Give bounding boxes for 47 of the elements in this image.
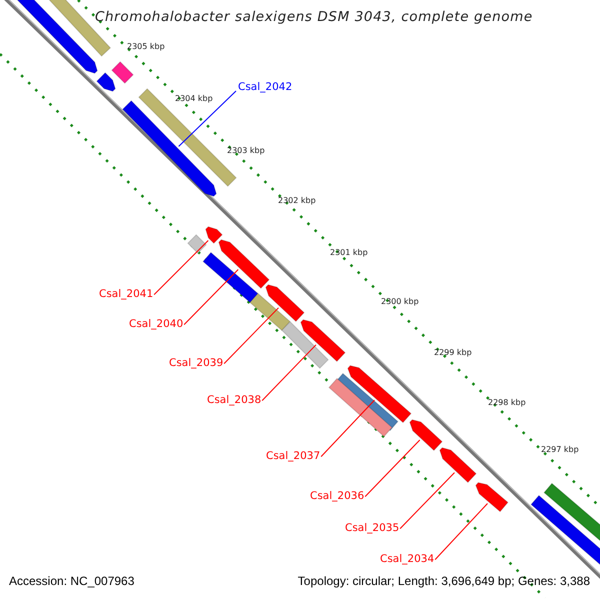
tick-label: 2298 kbp	[488, 398, 526, 407]
accession-text: Accession: NC_007963	[9, 574, 134, 588]
leader-line	[400, 472, 455, 530]
leader-line	[364, 440, 420, 498]
gene-segment	[218, 239, 270, 289]
leader-line	[434, 503, 488, 560]
gene-label: Csal_2039	[169, 357, 224, 369]
gene-segment	[96, 72, 116, 92]
gene-segment	[205, 226, 223, 244]
gene-segment	[347, 365, 412, 424]
gene-label: Csal_2042	[238, 81, 292, 93]
gene-segment	[300, 319, 346, 362]
gene-segment	[439, 447, 477, 484]
leader-line	[224, 307, 279, 364]
tick-label: 2303 kbp	[227, 146, 265, 155]
gene-segment	[475, 482, 509, 512]
gene-segment	[409, 419, 443, 452]
leader-line	[320, 400, 375, 458]
tick-label: 2305 kbp	[127, 42, 165, 51]
tick-label: 2299 kbp	[434, 348, 472, 357]
gene-label: Csal_2036	[310, 490, 364, 502]
gene-label: Csal_2041	[99, 288, 154, 300]
tick-label: 2304 kbp	[175, 94, 213, 103]
gene-segment	[543, 482, 600, 542]
tick-label: 2300 kbp	[381, 297, 419, 306]
gene-label: Csal_2034	[380, 553, 434, 565]
gene-segment	[249, 292, 291, 332]
leader-line	[178, 90, 236, 147]
gene-label: Csal_2040	[129, 318, 184, 330]
gene-label: Csal_2035	[345, 522, 400, 534]
leader-line	[262, 344, 316, 402]
tick-label: 2297 kbp	[541, 445, 579, 454]
gene-segment	[187, 234, 207, 254]
tick-label: 2302 kbp	[278, 196, 316, 205]
leader-line	[154, 240, 209, 296]
gene-segment	[281, 321, 329, 369]
gene-label: Csal_2037	[266, 450, 320, 462]
gene-segment	[328, 378, 393, 438]
gene-segment	[265, 284, 305, 322]
gene-segment	[530, 494, 600, 566]
leader-line	[184, 269, 239, 326]
tick-label: 2301 kbp	[330, 248, 368, 257]
gene-segment	[202, 252, 259, 304]
gene-label: Csal_2038	[207, 394, 262, 406]
diagram-title: Chromohalobacter salexigens DSM 3043, complete genome	[95, 9, 533, 25]
genome-stats-text: Topology: circular; Length: 3,696,649 bp; Genes: 3,388	[298, 574, 590, 588]
gene-segment	[111, 61, 134, 84]
